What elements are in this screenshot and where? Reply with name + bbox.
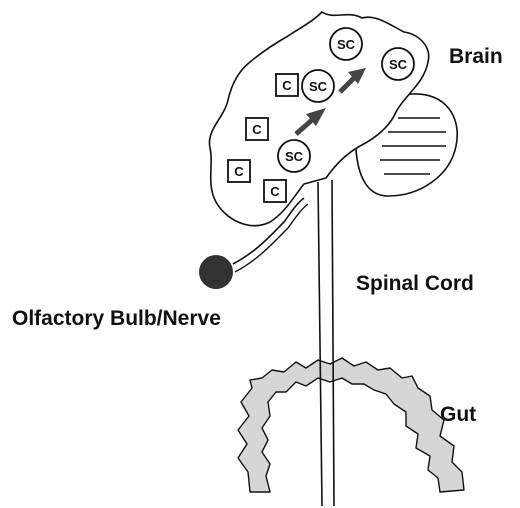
c-cell-label: C [282, 78, 292, 93]
olfactory-bulb [199, 255, 233, 289]
sc-cell: SC [302, 70, 334, 102]
sc-cell-label: SC [309, 79, 328, 94]
sc-cell: SC [278, 140, 310, 172]
c-cell: C [264, 180, 286, 202]
label-gut: Gut [440, 403, 476, 426]
sc-cell-label: SC [285, 149, 304, 164]
sc-cell-label: SC [337, 37, 356, 52]
sc-cell: SC [382, 48, 414, 80]
c-cell: C [246, 118, 268, 140]
spinal-cord-right-line [332, 180, 334, 506]
c-cell: C [276, 74, 298, 96]
c-cell-label: C [252, 122, 262, 137]
c-cell-label: C [270, 184, 280, 199]
sc-cell: SC [330, 28, 362, 60]
gut-shape [238, 358, 464, 492]
c-cell: C [228, 160, 250, 182]
c-cell-label: C [234, 164, 244, 179]
label-brain: Brain [449, 45, 503, 68]
spinal-cord-left-line [318, 182, 322, 506]
label-olfactory: Olfactory Bulb/Nerve [12, 307, 221, 330]
label-spinal-cord: Spinal Cord [356, 272, 474, 295]
sc-cell-label: SC [389, 57, 408, 72]
